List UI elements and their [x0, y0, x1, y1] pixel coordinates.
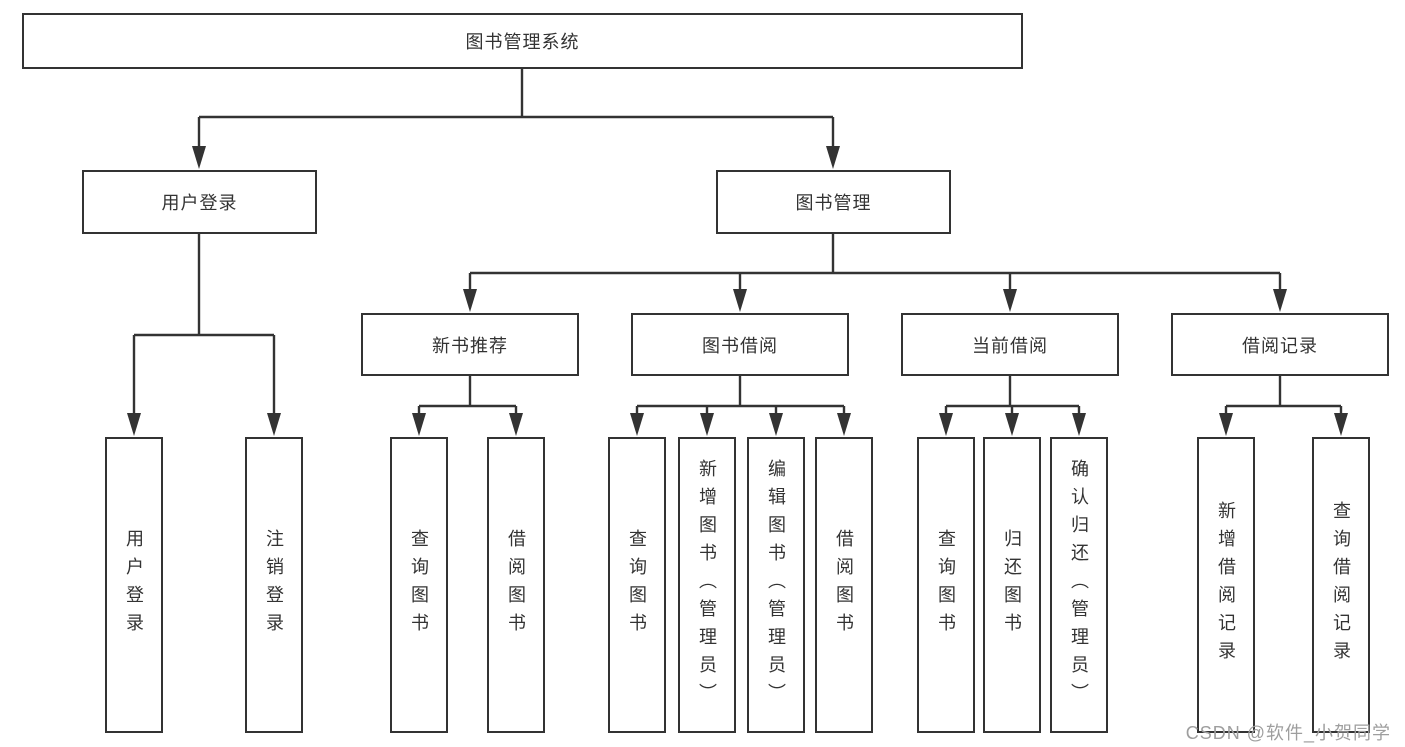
node-user-login-branch: 用户登录 — [82, 170, 317, 234]
leaf-user-login: 用户登录 — [105, 437, 163, 733]
csdn-watermark: CSDN @软件_小贺同学 — [1185, 723, 1391, 743]
leaf-borrow-books: 借阅图书 — [815, 437, 873, 733]
node-root-system: 图书管理系统 — [22, 13, 1023, 69]
leaf-query-books-recommend: 查询图书 — [390, 437, 448, 733]
leaf-query-borrow-record: 查询借阅记录 — [1312, 437, 1370, 733]
leaf-add-borrow-record: 新增借阅记录 — [1197, 437, 1255, 733]
leaf-borrow-books-recommend: 借阅图书 — [487, 437, 545, 733]
node-new-book-recommend: 新书推荐 — [361, 313, 579, 376]
node-book-borrow: 图书借阅 — [631, 313, 849, 376]
leaf-query-books-current: 查询图书 — [917, 437, 975, 733]
leaf-logout: 注销登录 — [245, 437, 303, 733]
leaf-add-books-admin: 新增图书（管理员） — [678, 437, 736, 733]
leaf-query-books-borrow: 查询图书 — [608, 437, 666, 733]
node-book-management-branch: 图书管理 — [716, 170, 951, 234]
node-borrow-records: 借阅记录 — [1171, 313, 1389, 376]
leaf-return-books: 归还图书 — [983, 437, 1041, 733]
leaf-confirm-return-admin: 确认归还（管理员） — [1050, 437, 1108, 733]
node-current-borrow: 当前借阅 — [901, 313, 1119, 376]
leaf-edit-books-admin: 编辑图书（管理员） — [747, 437, 805, 733]
